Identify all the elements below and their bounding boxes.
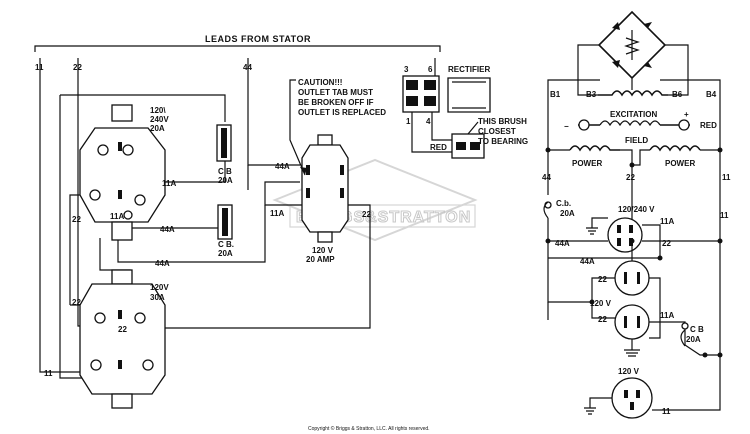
wire-11a-label-2: 11A [110,212,124,221]
lead-44-label: 44 [243,63,252,72]
leads-from-stator-label: LEADS FROM STATOR [205,34,311,44]
power-winding-left-label: POWER [572,159,602,168]
wire-44a-label-3: 44A [275,162,290,171]
power-winding-right-label: POWER [665,159,695,168]
terminal-b1: B1 [550,90,561,99]
cb2-label-1: C B [690,325,704,334]
outlet-120v-center [301,134,349,243]
receptacle-2-22-top: 22 [598,275,607,284]
caution-line-1: CAUTION!!! [298,78,342,87]
rectifier-terminal-3: 3 [404,65,409,74]
field-red-label: RED [700,121,717,130]
receptacle-3-11: 11 [662,407,671,416]
cb-upper-label-2: 20A [218,176,233,185]
cb-lower-label-2: 20A [218,249,233,258]
node-44a-b: 44A [580,257,595,266]
center-outlet-label-2: 20 AMP [306,255,335,264]
stator-leads-bracket: LEADS FROM STATOR [34,34,441,52]
terminal-b6: B6 [672,90,683,99]
wire-11a-label-3: 11A [270,209,284,218]
center-outlet-label-1: 120 V [312,246,334,255]
receptacle-1-label: 120/240 V [618,205,655,214]
cb1-label-2: 20A [560,209,575,218]
wire-11-label-low: 11 [44,369,53,378]
lower-outlet-label-1: 120V [150,283,169,292]
schematic [543,10,723,419]
outlet-120v-30a-lower [79,269,166,409]
wire-11a-label-1: 11A [162,179,176,188]
rectifier-terminal-6: 6 [428,65,433,74]
lead-22-label: 22 [73,63,82,72]
receptacle-1-11a: 11A [660,217,674,226]
wire-44a-label-2: 44A [155,259,170,268]
terminal-b4: B4 [706,90,717,99]
terminal-b3: B3 [586,90,597,99]
outlet-120-240v-upper [79,104,166,241]
wire-44a-label-1: 44A [160,225,175,234]
rectifier-terminal-4: 4 [426,117,431,126]
wire-22-label-1: 22 [72,215,81,224]
upper-outlet-label-2: 240V [150,115,169,124]
caution-line-3: BE BROKEN OFF IF [298,98,374,107]
receptacle-2-11a: 11A [660,311,674,320]
receptacle-2-22-bottom: 22 [598,315,607,324]
lower-outlet-label-2: 30A [150,293,165,302]
wire-22-label-4: 22 [362,210,371,219]
receptacle-2-label: 120 V [590,299,612,308]
node-22-label: 22 [626,173,635,182]
cb-lower-label-1: C B. [218,240,234,249]
cb-upper-label-1: C B [218,167,232,176]
rectifier-terminal-1: 1 [406,117,411,126]
rectifier-red-label: RED [430,143,447,152]
caution-line-2: OUTLET TAB MUST [298,88,373,97]
wire-22-label-3: 22 [118,325,127,334]
field-plus: + [684,110,689,119]
brush-note-line-1: THIS BRUSH [478,117,527,126]
cb2-label-2: 20A [686,335,701,344]
receptacle-1-44a: 44A [555,239,570,248]
rectifier-block [402,75,491,159]
cb1-label-1: C.b. [556,199,571,208]
node-11-label: 11 [722,173,731,182]
receptacle-3-label: 120 V [618,367,640,376]
receptacle-1-22: 22 [662,239,671,248]
rectifier-title: RECTIFIER [448,65,490,74]
upper-outlet-label-1: 120\ [150,106,166,115]
lead-11b-label: 11 [720,211,729,220]
field-label: FIELD [625,136,648,145]
circuit-breaker-upper [216,124,232,162]
upper-outlet-label-3: 20A [150,124,165,133]
copyright-notice: Copyright © Briggs & Stratton, LLC. All … [308,425,430,432]
caution-note: CAUTION!!! OUTLET TAB MUST BE BROKEN OFF… [289,78,386,176]
brush-note-line-2: CLOSEST [478,127,516,136]
field-minus: − [564,122,569,131]
caution-line-4: OUTLET IS REPLACED [298,108,386,117]
excitation-label: EXCITATION [610,110,657,119]
wire-22-label-2: 22 [72,298,81,307]
node-44-label: 44 [542,173,551,182]
lead-11-label: 11 [35,63,44,72]
circuit-breaker-lower [217,204,233,240]
brush-note-line-3: TO BEARING [478,137,528,146]
